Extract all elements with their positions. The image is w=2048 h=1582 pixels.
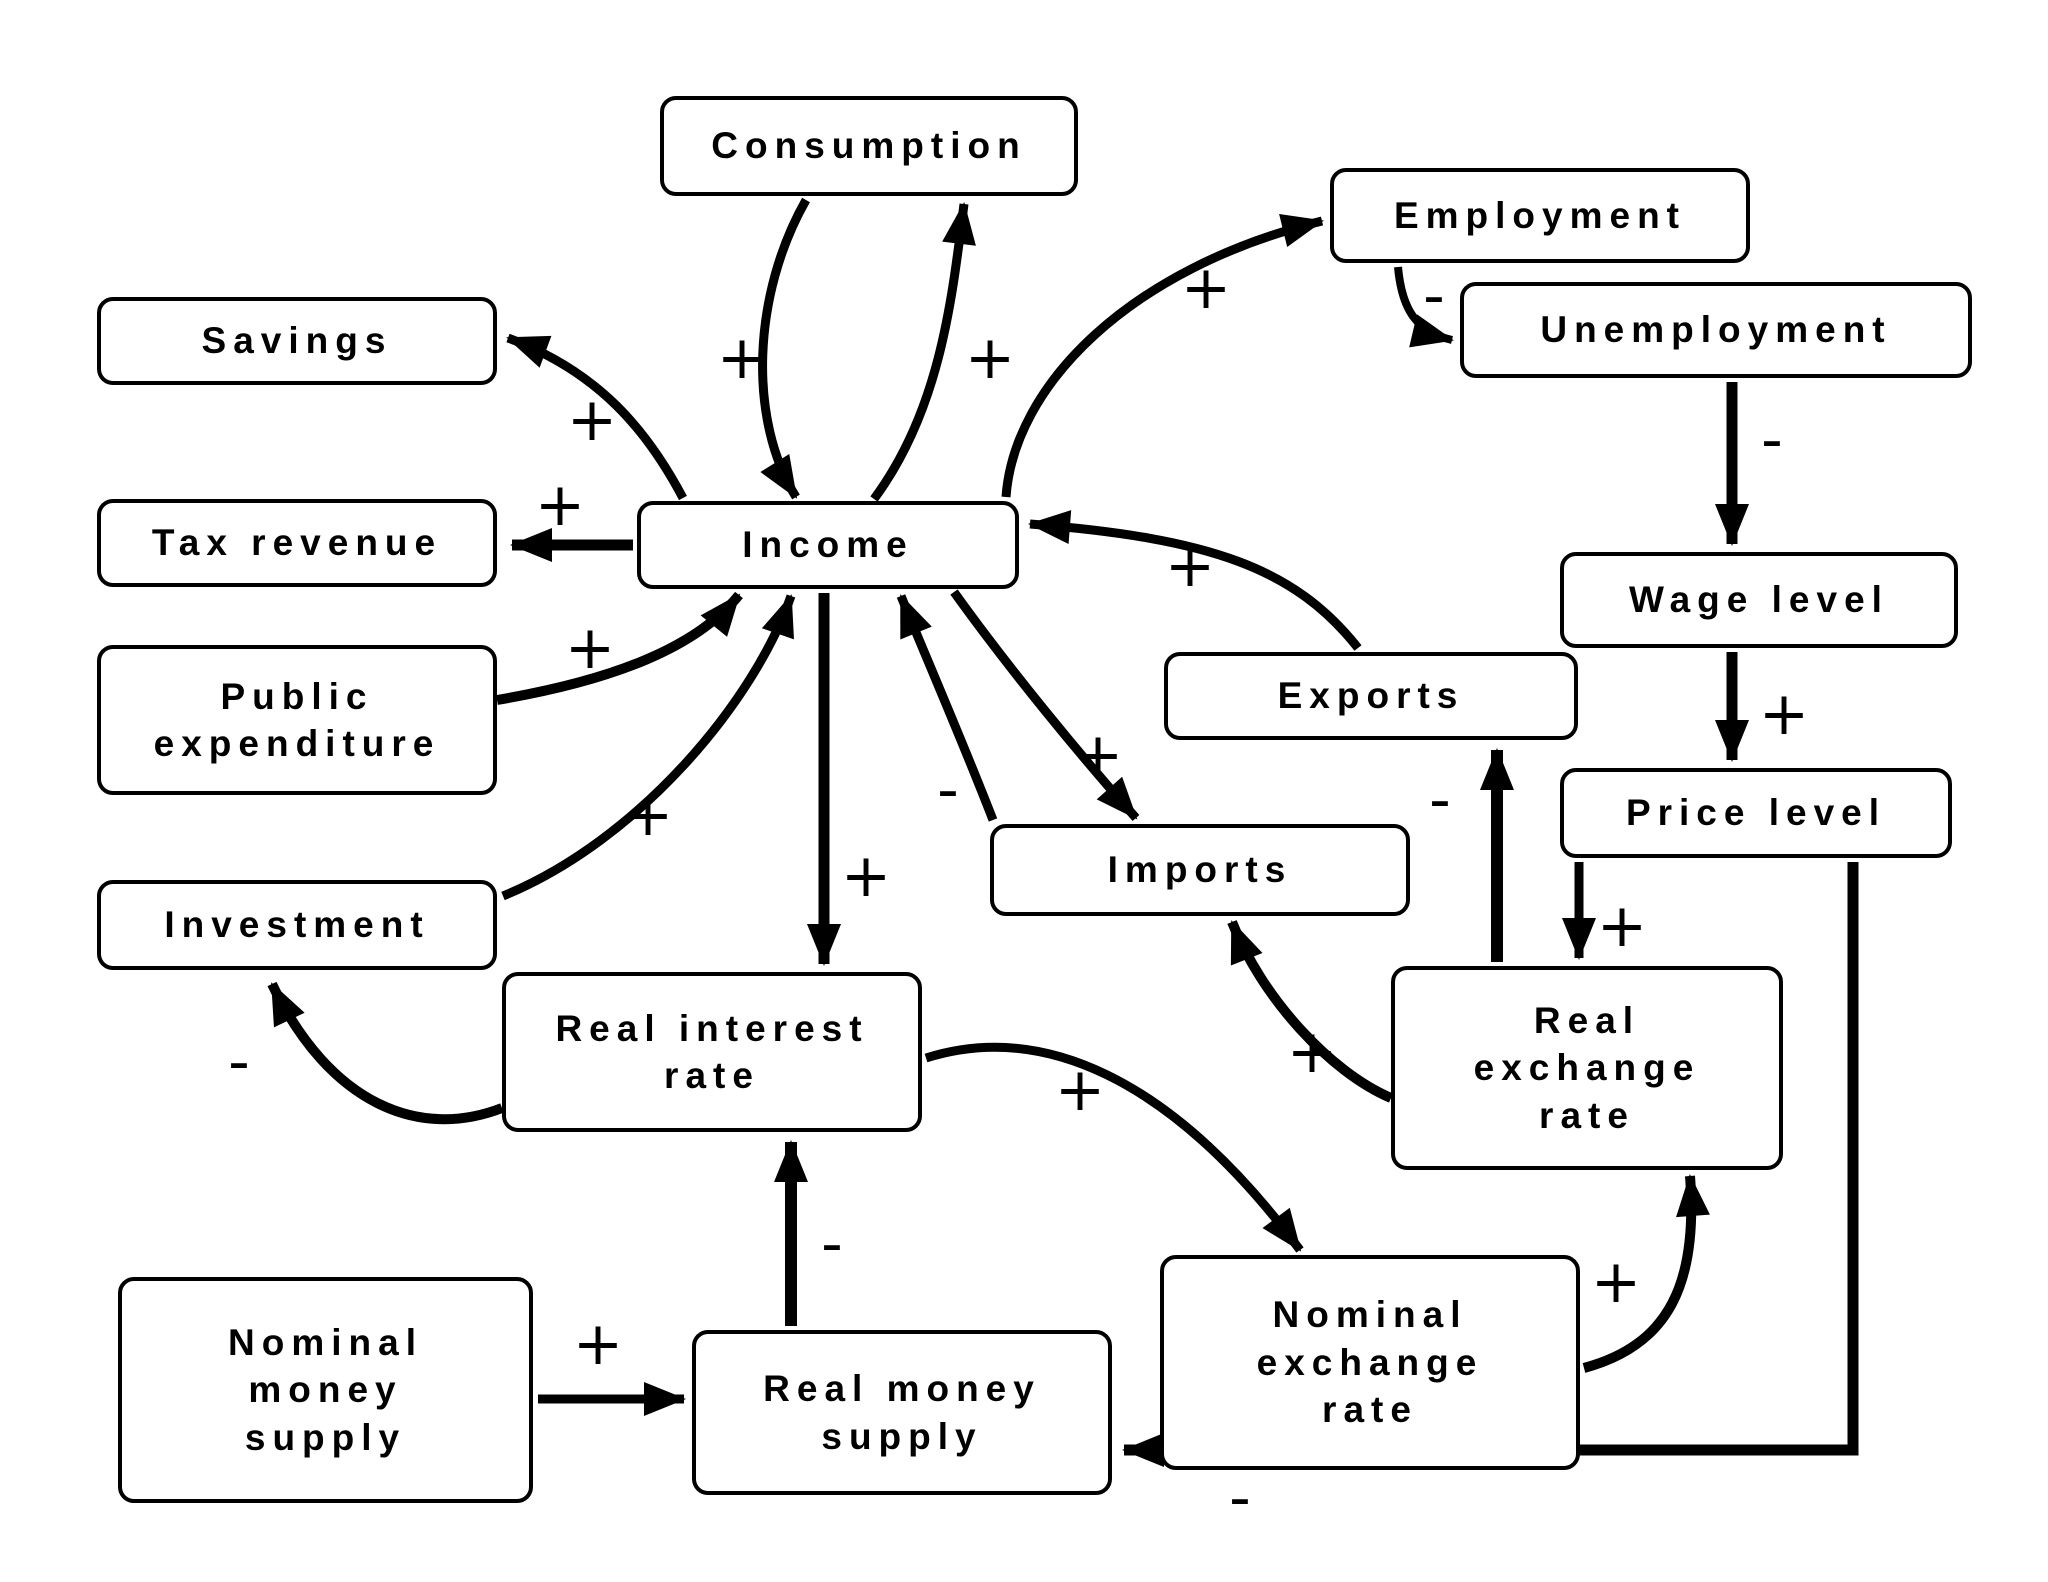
sign-wage-level-to-price-level: + xyxy=(1758,679,1810,749)
edge-income-to-employment xyxy=(1001,214,1324,498)
node-price-level: Price level xyxy=(1560,768,1952,858)
edge-real-interest-rate-to-investment xyxy=(267,981,504,1125)
sign-imports-to-income: - xyxy=(937,755,959,825)
sign-public-expenditure-to-income: + xyxy=(564,613,616,683)
node-nominal-money-supply: Nominal money supply xyxy=(118,1277,533,1503)
sign-employment-to-unemployment: - xyxy=(1423,261,1445,331)
edge-real-interest-rate-to-nominal-exchange-rate xyxy=(924,1042,1304,1253)
node-label: Consumption xyxy=(711,125,1027,167)
node-label: Investment xyxy=(164,904,430,946)
sign-nominal-money-supply-to-real-money-supply: + xyxy=(572,1309,624,1379)
sign-income-to-consumption: + xyxy=(964,323,1016,393)
node-savings: Savings xyxy=(97,297,497,385)
edge-exports-to-income xyxy=(1028,510,1362,651)
edge-consumption-to-income xyxy=(758,197,810,500)
node-label: money xyxy=(248,1369,403,1411)
node-label: Unemployment xyxy=(1540,309,1892,351)
node-investment: Investment xyxy=(97,880,497,970)
node-label: Real xyxy=(1533,999,1641,1041)
sign-income-to-real-interest-rate: + xyxy=(840,841,892,911)
node-label: supply xyxy=(244,1416,407,1458)
sign-price-level-to-real-exchange-rate: + xyxy=(1596,891,1648,961)
sign-real-interest-rate-to-investment: - xyxy=(228,1027,250,1097)
sign-income-to-tax-revenue: + xyxy=(534,470,586,540)
node-label: Employment xyxy=(1393,194,1687,236)
edge-income-to-savings xyxy=(506,333,687,501)
sign-consumption-to-income: + xyxy=(716,323,768,393)
edge-nominal-exchange-rate-to-real-exchange-rate xyxy=(1582,1174,1710,1373)
edge-investment-to-income xyxy=(501,594,796,901)
node-unemployment: Unemployment xyxy=(1460,282,1972,378)
sign-income-to-imports: + xyxy=(1072,720,1124,790)
node-tax-revenue: Tax revenue xyxy=(97,499,497,587)
sign-real-exchange-rate-to-exports: - xyxy=(1429,765,1451,835)
node-label: exchange xyxy=(1256,1341,1484,1383)
node-nominal-exchange-rate: Nominal exchange rate xyxy=(1160,1255,1580,1470)
node-label: Savings xyxy=(201,320,393,362)
node-label: rate xyxy=(1322,1389,1418,1431)
node-imports: Imports xyxy=(990,824,1410,916)
sign-real-exchange-rate-to-imports: + xyxy=(1286,1017,1338,1087)
node-exports: Exports xyxy=(1164,652,1578,740)
node-label: expenditure xyxy=(153,723,441,764)
sign-income-to-savings: + xyxy=(566,385,618,455)
edge-real-exchange-rate-to-imports xyxy=(1227,920,1393,1103)
node-label: Price level xyxy=(1625,792,1887,834)
sign-investment-to-income: + xyxy=(622,780,674,850)
node-label: Public xyxy=(220,675,374,717)
edge-employment-to-unemployment xyxy=(1394,266,1454,348)
node-label: rate xyxy=(1539,1094,1635,1136)
node-real-exchange-rate: Real exchange rate xyxy=(1391,966,1783,1170)
node-consumption: Consumption xyxy=(660,96,1078,196)
sign-price-level-to-real-money-supply: - xyxy=(1229,1463,1251,1533)
node-label: Real money xyxy=(763,1368,1041,1410)
node-employment: Employment xyxy=(1330,168,1750,263)
node-label: Income xyxy=(742,524,914,566)
node-label: Nominal xyxy=(1272,1294,1468,1336)
edge-imports-to-income xyxy=(896,594,998,822)
node-label: rate xyxy=(664,1055,760,1096)
sign-real-interest-rate-to-nominal-exchange-rate: + xyxy=(1054,1055,1106,1125)
node-label: exchange xyxy=(1473,1047,1701,1089)
node-real-money-supply: Real money supply xyxy=(692,1330,1112,1495)
node-real-interest-rate: Real interest rate xyxy=(502,972,922,1132)
node-income: Income xyxy=(637,501,1019,589)
node-label: Real interest xyxy=(555,1007,869,1049)
node-label: Tax revenue xyxy=(151,522,443,564)
node-label: Imports xyxy=(1107,849,1293,891)
sign-nominal-exchange-rate-to-real-exchange-rate: + xyxy=(1590,1247,1642,1317)
sign-exports-to-income: + xyxy=(1164,531,1216,601)
edge-income-to-consumption xyxy=(870,202,976,502)
node-label: Nominal xyxy=(228,1321,423,1363)
node-label: Exports xyxy=(1277,675,1465,717)
sign-unemployment-to-wage-level: - xyxy=(1761,405,1783,475)
node-wage-level: Wage level xyxy=(1560,552,1958,648)
edge-income-to-imports xyxy=(950,589,1140,821)
node-public-expenditure: Public expenditure xyxy=(97,645,497,795)
node-label: supply xyxy=(821,1415,983,1457)
sign-income-to-employment: + xyxy=(1180,253,1232,323)
node-label: Wage level xyxy=(1629,579,1889,621)
sign-real-money-supply-to-real-interest-rate: - xyxy=(821,1209,843,1279)
edge-public-expenditure-to-income xyxy=(496,591,743,705)
